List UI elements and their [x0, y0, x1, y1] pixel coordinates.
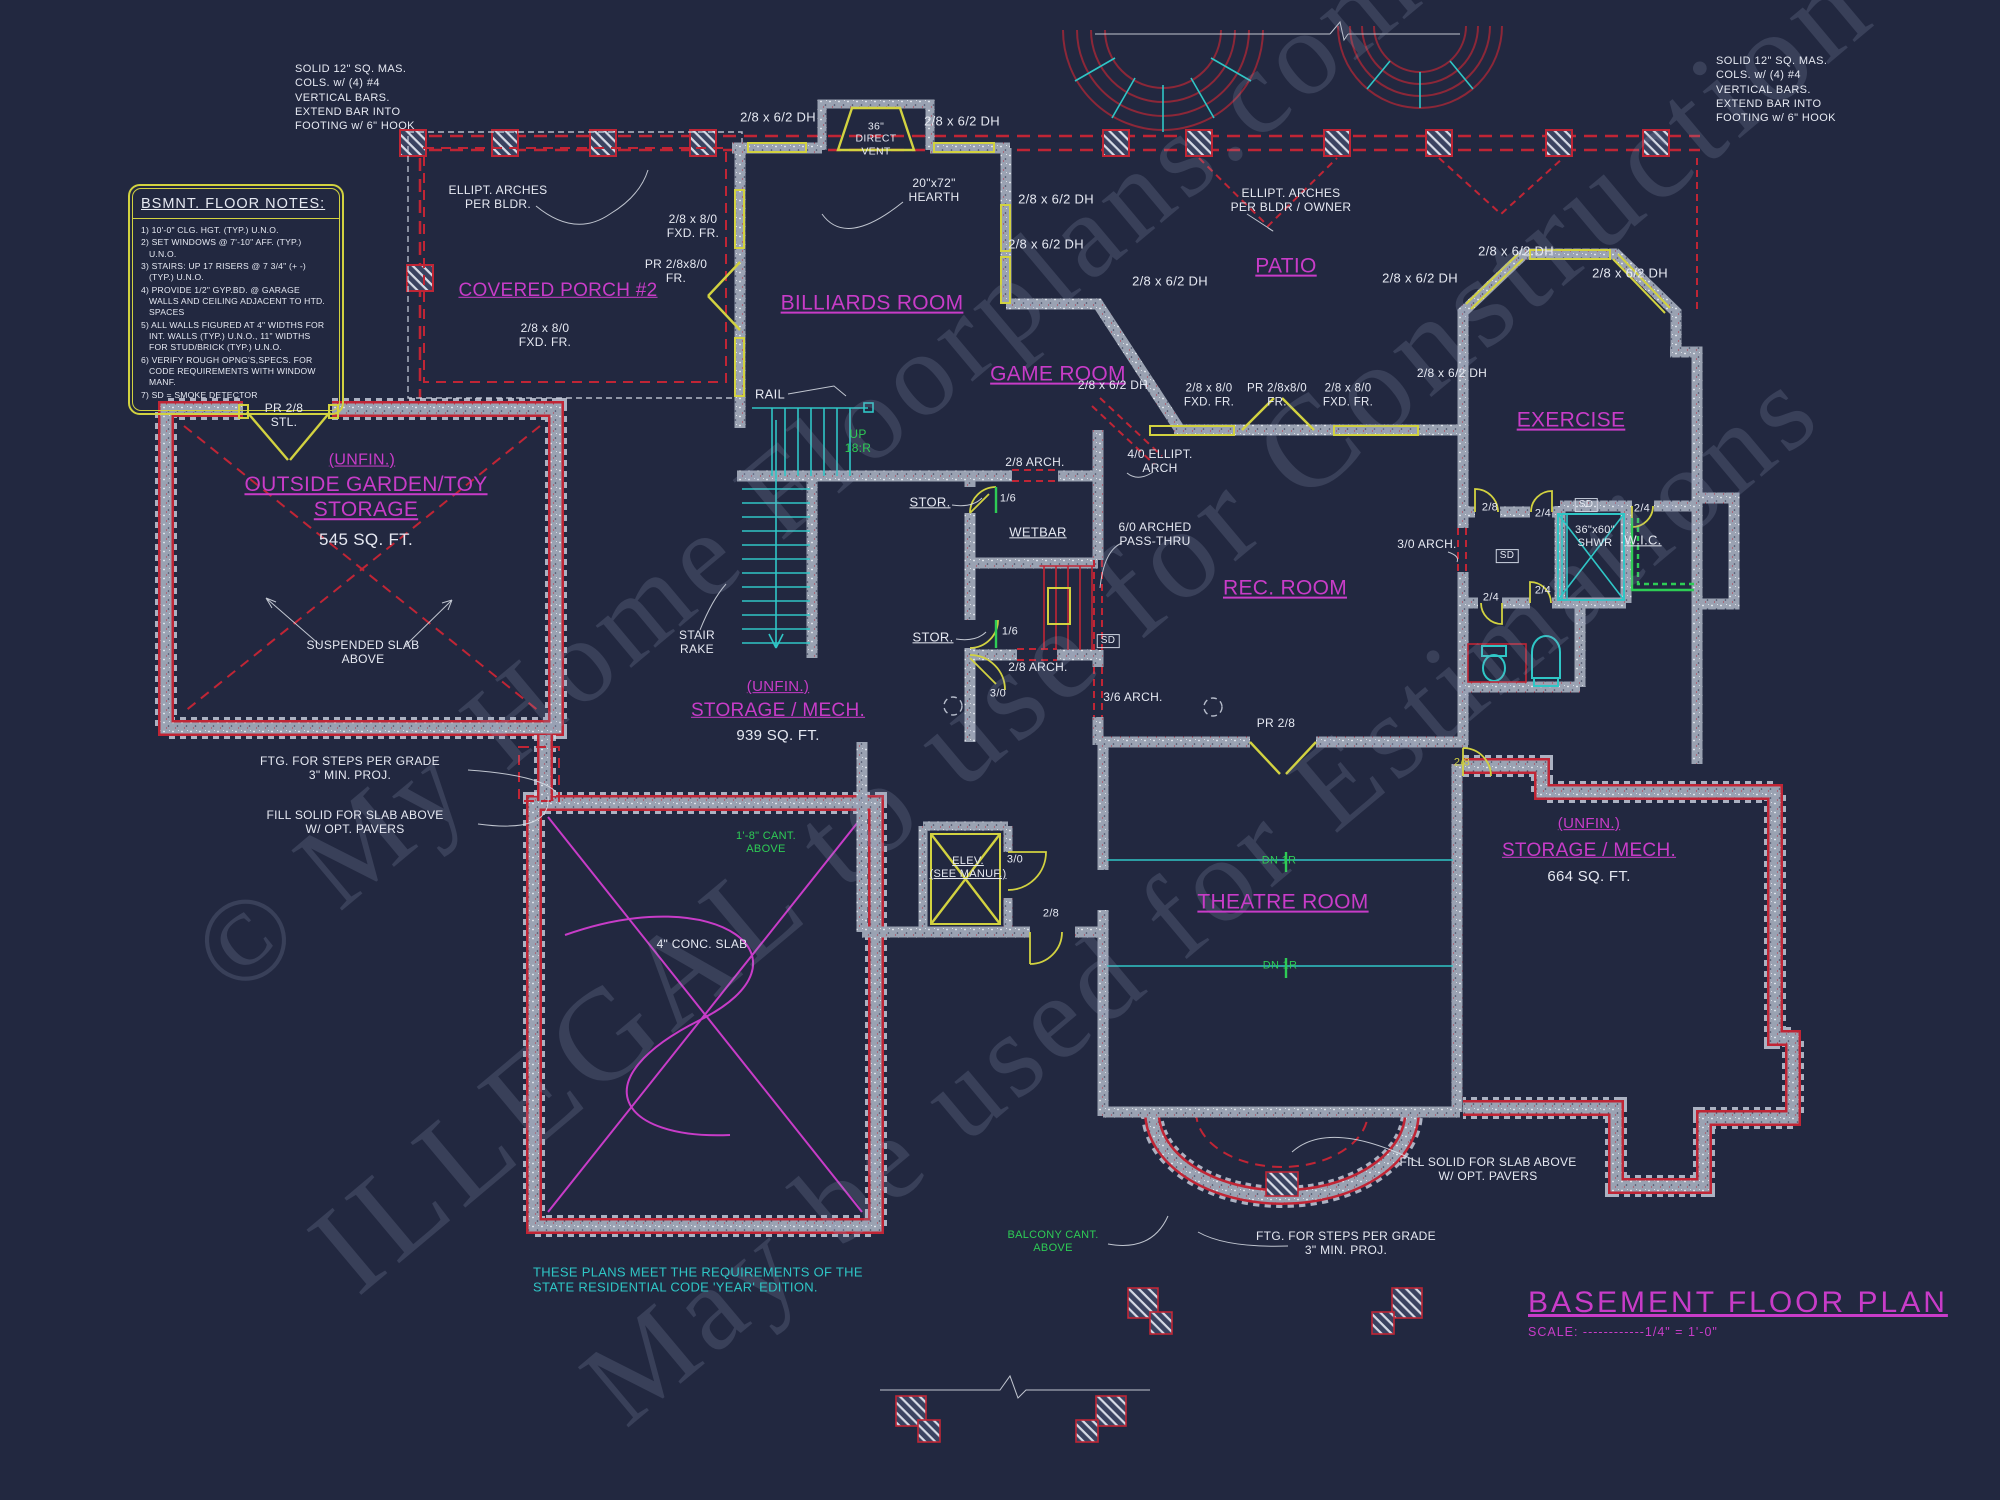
foundation-garage-slab — [518, 735, 887, 1237]
note-item: 7) SD = SMOKE DETECTOR — [141, 389, 258, 400]
arch-openings — [1012, 397, 1467, 717]
notes-divider — [133, 218, 339, 219]
windows-and-doors — [707, 106, 1671, 965]
note-item: 6) VERIFY ROUGH OPNG'S,SPECS. FOR CODE R… — [141, 354, 316, 388]
masonry-column-note-right: SOLID 12" SQ. MAS. COLS. w/ (4) #4 VERTI… — [1716, 55, 1836, 125]
notes-box-inner: BSMNT. FLOOR NOTES: 1) 10'-0" CLG. HGT. … — [132, 188, 340, 412]
walls — [732, 99, 1740, 1118]
note-item: 1) 10'-0" CLG. HGT. (TYP.) U.N.O. — [141, 225, 279, 235]
note-item: 3) STAIRS: UP 17 RISERS @ 7 3/4" (+ -) (… — [141, 261, 306, 283]
fixtures — [943, 487, 1694, 717]
notes-box: BSMNT. FLOOR NOTES: 1) 10'-0" CLG. HGT. … — [128, 184, 344, 416]
stairs — [742, 402, 874, 649]
balcony-arc — [1141, 1111, 1423, 1208]
note-item: 2) SET WINDOWS @ 7'-10" AFF. (TYP.) U.N.… — [141, 237, 302, 259]
covered-porch-outline — [407, 131, 743, 399]
title-block: BASEMENT FLOOR PLAN SCALE: ------------1… — [1528, 1286, 1948, 1339]
note-item: 4) PROVIDE 1/2" GYP.BD. @ GARAGE WALLS A… — [141, 284, 326, 318]
masonry-column-note-left: SOLID 12" SQ. MAS. COLS. w/ (4) #4 VERTI… — [295, 63, 415, 133]
plan-title: BASEMENT FLOOR PLAN — [1528, 1286, 1948, 1319]
plan-scale: SCALE: ------------1/4" = 1'-0" — [1528, 1325, 1718, 1339]
foundation-garden-storage — [155, 398, 567, 739]
theatre-step-lines — [1107, 852, 1453, 978]
porch-column-band — [399, 129, 1700, 398]
wetbar-cabinets — [1040, 565, 1095, 650]
notes-title: BSMNT. FLOOR NOTES: — [141, 196, 326, 212]
curved-stair-upper — [1062, 20, 1503, 132]
footing-details — [880, 1287, 1423, 1443]
sink-icon — [1531, 635, 1561, 687]
elevator — [930, 833, 1001, 925]
masonry-columns — [399, 129, 1670, 292]
wic-shelving — [1630, 518, 1694, 592]
shower-icon — [1557, 513, 1625, 601]
foundation-storage-664 — [1463, 755, 1804, 1197]
leader-lines — [265, 169, 1459, 1247]
note-item: 5) ALL WALLS FIGURED AT 4" WIDTHS FOR IN… — [141, 319, 325, 353]
toilet-icon — [1481, 645, 1507, 682]
notes-list: 1) 10'-0" CLG. HGT. (TYP.) U.N.O. 2) SET… — [141, 225, 331, 401]
